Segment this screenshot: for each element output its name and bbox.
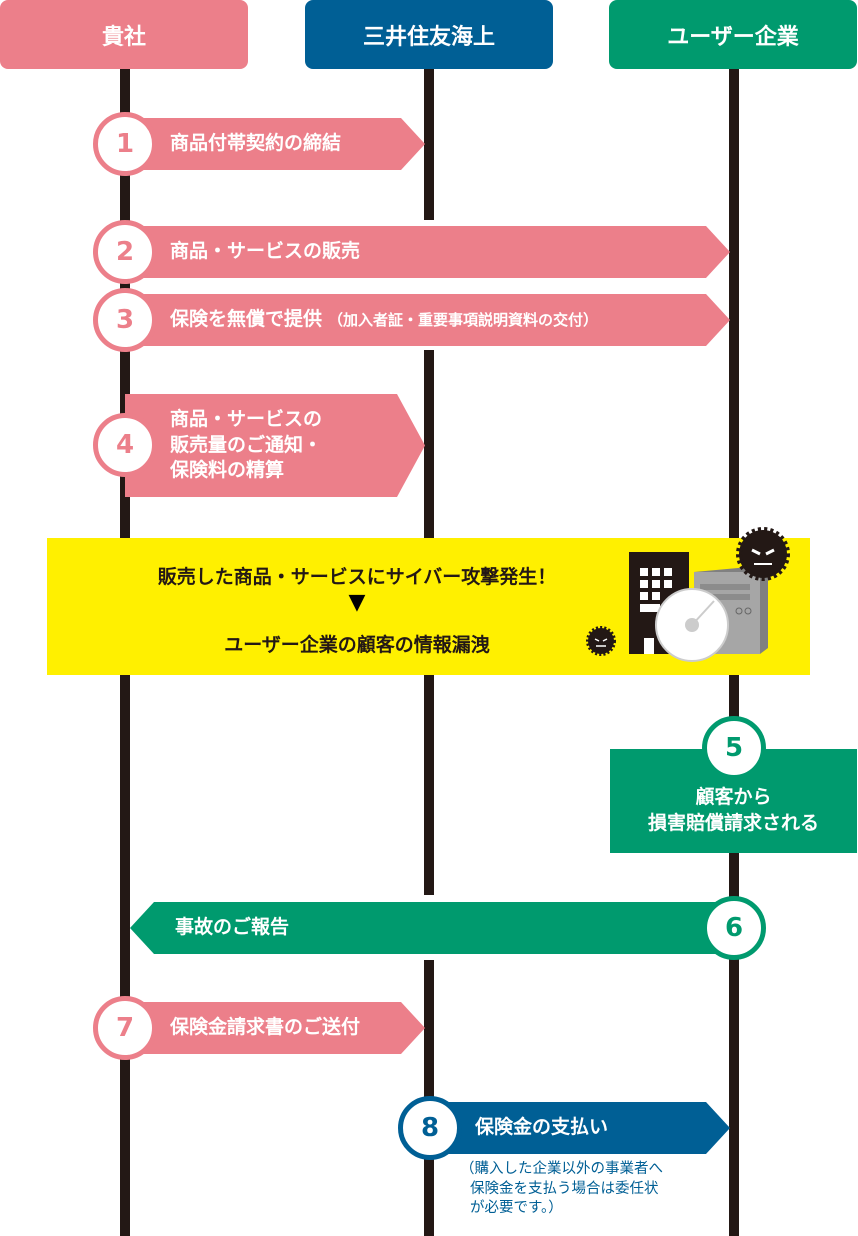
note-line: 保険金を支払う場合は委任状	[470, 1180, 659, 1197]
step-number-badge: 2	[93, 220, 157, 284]
lane-line-middle	[424, 69, 434, 220]
step-5-box: 顧客から損害賠償請求される	[610, 749, 857, 853]
lane-header-your-company: 貴社	[0, 0, 248, 69]
step-label: 保険金請求書のご送付	[170, 1016, 361, 1039]
step-label-line: 保険料の精算	[170, 459, 285, 482]
disc-icon	[655, 588, 729, 662]
incident-box: 販売した商品・サービスにサイバー攻撃発生！ ▼ ユーザー企業の顧客の情報漏洩	[47, 527, 810, 675]
step-label: 事故のご報告	[175, 916, 290, 939]
step-label: 商品付帯契約の締結	[170, 132, 342, 155]
step-note: （加入者証・重要事項説明資料の交付）	[328, 310, 599, 329]
note-line: が必要です。）	[470, 1200, 563, 1217]
virus-icon	[736, 527, 790, 581]
lane-header-user-company: ユーザー企業	[609, 0, 857, 69]
step-label-line: 商品・サービスの	[170, 408, 323, 431]
lane-header-insurer: 三井住友海上	[305, 0, 553, 69]
lane-line-middle	[424, 675, 434, 895]
step-label-line: 顧客から	[695, 786, 772, 808]
step-8-arrow: 保険金の支払い	[430, 1102, 730, 1154]
step-number-badge: 4	[93, 413, 157, 477]
step-number-badge: 8	[398, 1096, 462, 1160]
step-number-badge: 5	[702, 716, 766, 780]
step-label-line: 損害賠償請求される	[647, 811, 819, 834]
step-4-arrow: 商品・サービスの販売量のご通知・保険料の精算	[125, 394, 425, 497]
note-line: （購入した企業以外の事業者へ	[460, 1161, 663, 1177]
step-label-line: 販売量のご通知・	[170, 433, 323, 456]
step-2-arrow: 商品・サービスの販売	[125, 226, 730, 278]
step-3-arrow: 保険を無償で提供 （加入者証・重要事項説明資料の交付）	[125, 294, 730, 346]
virus-icon	[586, 626, 616, 656]
incident-text: ユーザー企業の顧客の情報漏洩	[224, 634, 490, 656]
step-number-badge: 1	[93, 112, 157, 176]
step-7-arrow: 保険金請求書のご送付	[125, 1002, 425, 1054]
step-label: 商品・サービスの販売	[170, 240, 361, 263]
step-8-note: （購入した企業以外の事業者へ 保険金を支払う場合は委任状 が必要です。）	[460, 1160, 663, 1219]
step-number-badge: 6	[702, 896, 766, 960]
step-label: 保険を無償で提供	[170, 308, 323, 331]
incident-text: 販売した商品・サービスにサイバー攻撃発生！	[157, 566, 557, 588]
step-number-badge: 7	[93, 996, 157, 1060]
down-arrow-icon: ▼	[348, 590, 366, 615]
cyber-attack-illustration	[586, 527, 790, 662]
step-1-arrow: 商品付帯契約の締結	[125, 118, 425, 170]
step-label: 保険金の支払い	[475, 1116, 609, 1139]
lane-line-middle	[424, 350, 434, 538]
step-6-arrow: 事故のご報告	[130, 902, 734, 954]
step-number-badge: 3	[93, 288, 157, 352]
